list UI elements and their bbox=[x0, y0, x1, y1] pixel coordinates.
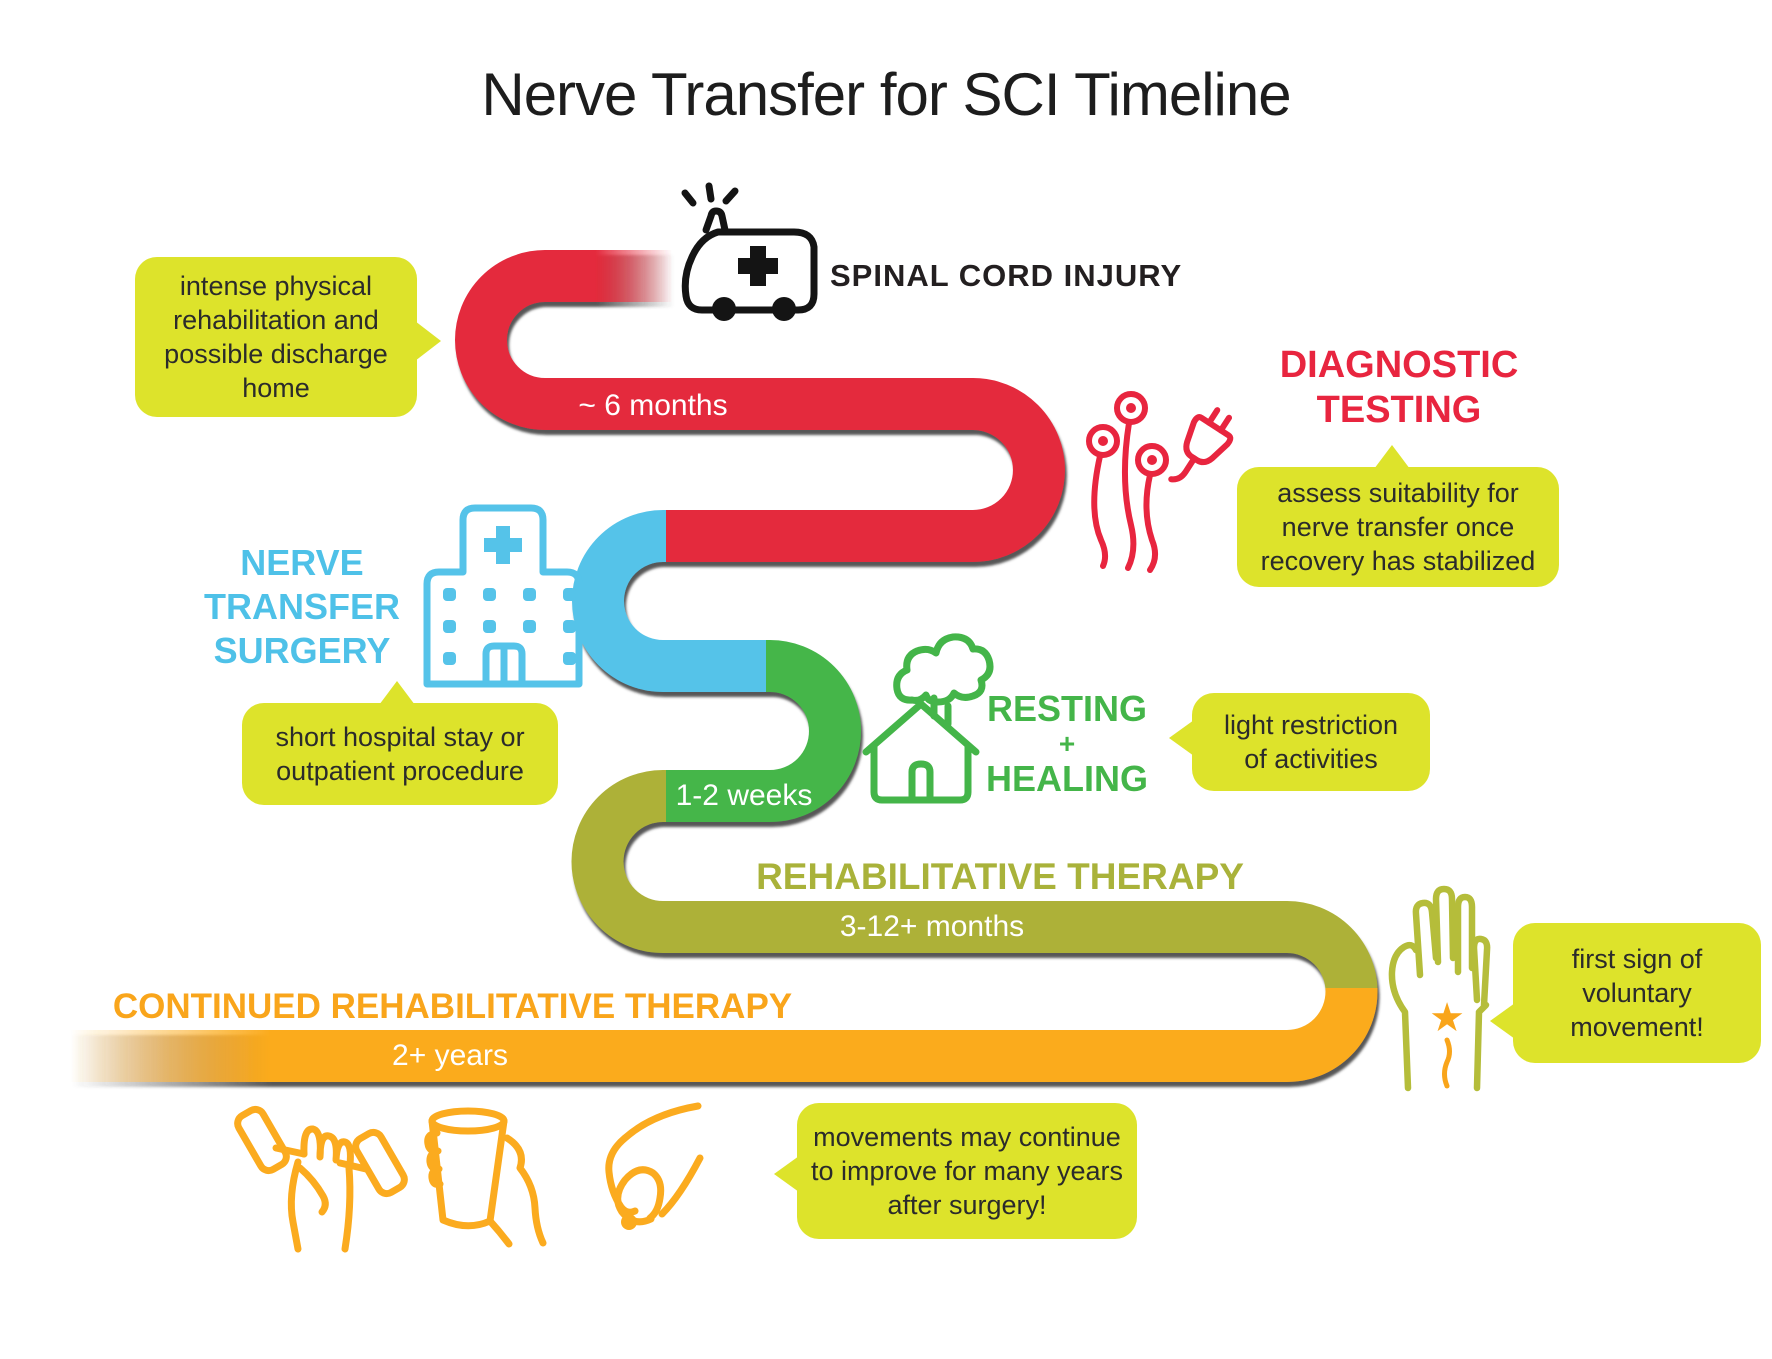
callout-pointer bbox=[415, 321, 441, 361]
duration-label-6-months: ~ 6 months bbox=[578, 389, 728, 422]
stage-label-continued-rehabilitative-therapy: CONTINUED REHABILITATIVE THERAPY bbox=[112, 987, 793, 1026]
callout-pointer bbox=[1374, 445, 1410, 469]
stage-label-diagnostic-testing: DIAGNOSTIC TESTING bbox=[1199, 343, 1599, 433]
timeline-path bbox=[70, 250, 1378, 1082]
nerve-signal-line bbox=[1442, 1037, 1452, 1089]
duration-label-3-12-months: 3-12+ months bbox=[839, 910, 1025, 943]
house-smoke-icon bbox=[862, 633, 994, 804]
heading-line: TRANSFER bbox=[204, 586, 400, 627]
callout-resting: light restriction of activities bbox=[1169, 693, 1430, 791]
hospital-icon bbox=[423, 504, 583, 688]
callout-text: movements may continue to improve for ma… bbox=[810, 1121, 1124, 1220]
plus-sign: + bbox=[1058, 728, 1076, 759]
callout-diagnostic: assess suitability for nerve transfer on… bbox=[1237, 445, 1559, 587]
callout-pointer bbox=[1490, 1003, 1515, 1039]
stage-label-rehabilitative-therapy: REHABILITATIVE THERAPY bbox=[756, 856, 1244, 897]
stage-label-spinal-cord-injury: SPINAL CORD INJURY bbox=[830, 258, 1183, 293]
raised-hand-icon bbox=[1388, 885, 1491, 1092]
stage-label-nerve-transfer-surgery: NERVE TRANSFER SURGERY bbox=[102, 541, 502, 673]
callout-text: first sign of voluntary movement! bbox=[1570, 943, 1704, 1042]
duration-label-2-years: 2+ years bbox=[392, 1039, 508, 1072]
callout-surgery: short hospital stay or outpatient proced… bbox=[242, 681, 558, 805]
ambulance-icon bbox=[681, 182, 818, 321]
callout-pointer bbox=[774, 1156, 799, 1192]
timeline-segment-surgery-blue bbox=[572, 510, 770, 692]
callout-improvement: movements may continue to improve for ma… bbox=[774, 1103, 1137, 1239]
callout-pointer bbox=[1169, 720, 1194, 756]
heading-line: RESTING bbox=[986, 688, 1147, 729]
stage-label-resting-healing: RESTING + HEALING bbox=[937, 689, 1197, 799]
star-icon: ★ bbox=[1429, 995, 1465, 1041]
callout-movement: first sign of voluntary movement! bbox=[1490, 923, 1761, 1063]
callout-rehabilitation: intense physical rehabilitation and poss… bbox=[135, 257, 441, 417]
page-title: Nerve Transfer for SCI Timeline bbox=[481, 61, 1291, 128]
timeline-segment-continued-orange bbox=[70, 988, 1378, 1082]
heading-line: DIAGNOSTIC bbox=[1279, 344, 1519, 386]
emg-electrodes-plug-icon bbox=[1086, 391, 1234, 573]
heading-line: TESTING bbox=[1316, 389, 1482, 431]
dumbbell-hand-icon bbox=[234, 1105, 408, 1253]
callout-text: light restriction of activities bbox=[1223, 709, 1399, 774]
timeline-segment-rehab-olive bbox=[571, 770, 1378, 994]
heading-line: HEALING bbox=[986, 758, 1148, 799]
heading-line: NERVE bbox=[240, 542, 364, 583]
timeline-segment-resting-green bbox=[663, 640, 861, 822]
callout-text: assess suitability for nerve transfer on… bbox=[1260, 477, 1536, 576]
pinch-hand-icon bbox=[605, 1102, 704, 1230]
callout-text: intense physical rehabilitation and poss… bbox=[164, 270, 388, 404]
heading-line: SURGERY bbox=[213, 630, 391, 671]
duration-label-1-2-weeks: 1-2 weeks bbox=[675, 779, 813, 812]
callout-text: short hospital stay or outpatient proced… bbox=[275, 721, 525, 786]
timeline-segment-diagnostic-red bbox=[455, 250, 1065, 562]
callout-pointer bbox=[379, 681, 415, 705]
cup-hand-icon bbox=[424, 1107, 547, 1248]
